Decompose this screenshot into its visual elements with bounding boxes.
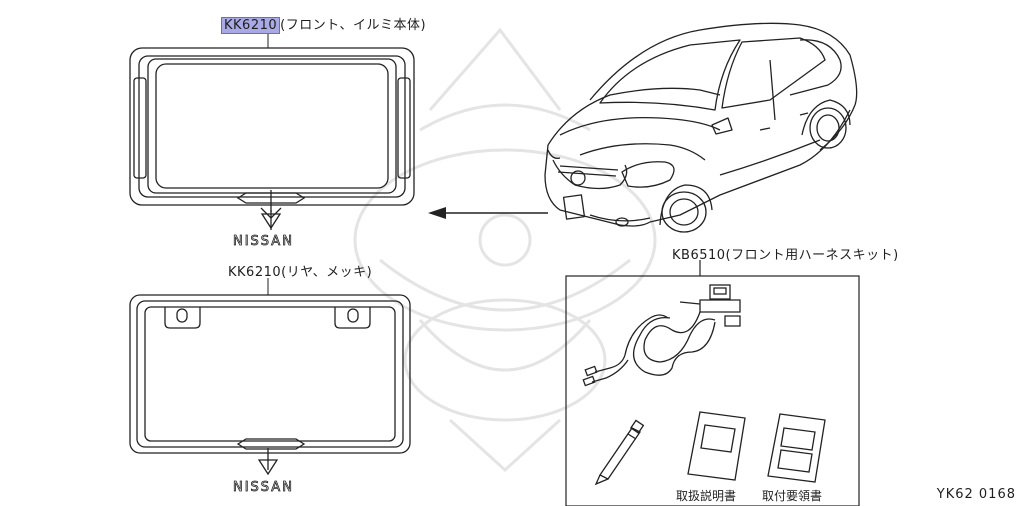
rear-frame-label: KK6210(リヤ、メッキ) xyxy=(228,261,372,280)
harness-kit-label: KB6510(フロント用ハーネスキット) xyxy=(672,244,899,263)
rear-brand-emblem: NISSAN xyxy=(233,480,294,495)
front-frame-drawing xyxy=(129,47,415,230)
pointer-arrow xyxy=(428,207,548,219)
harness-kit-description: (フロント用ハーネスキット) xyxy=(725,248,899,263)
harness-cable xyxy=(582,284,741,387)
diagram-code: YK62 0168 xyxy=(936,487,1016,502)
rear-frame-part-code[interactable]: KK6210 xyxy=(228,265,282,280)
front-frame-label: KK6210(フロント、イルミ本体) xyxy=(221,14,426,34)
harness-kit-part-code[interactable]: KB6510 xyxy=(672,248,726,263)
rear-frame-description: (リヤ、メッキ) xyxy=(281,265,373,280)
front-frame-description: (フロント、イルミ本体) xyxy=(280,18,427,33)
manual-2-caption: 取付要領書 xyxy=(762,489,823,503)
manual-booklet-2 xyxy=(767,413,826,483)
manual-booklet-1 xyxy=(687,411,746,481)
harness-kit-box xyxy=(565,260,860,506)
front-brand-emblem: NISSAN xyxy=(233,234,294,249)
car-illustration xyxy=(544,22,858,233)
front-frame-part-code[interactable]: KK6210 xyxy=(221,17,281,34)
watermark-crest xyxy=(353,27,657,473)
marker-pen xyxy=(594,419,645,486)
manual-1-caption: 取扱説明書 xyxy=(676,489,737,503)
rear-frame-drawing xyxy=(129,294,411,476)
